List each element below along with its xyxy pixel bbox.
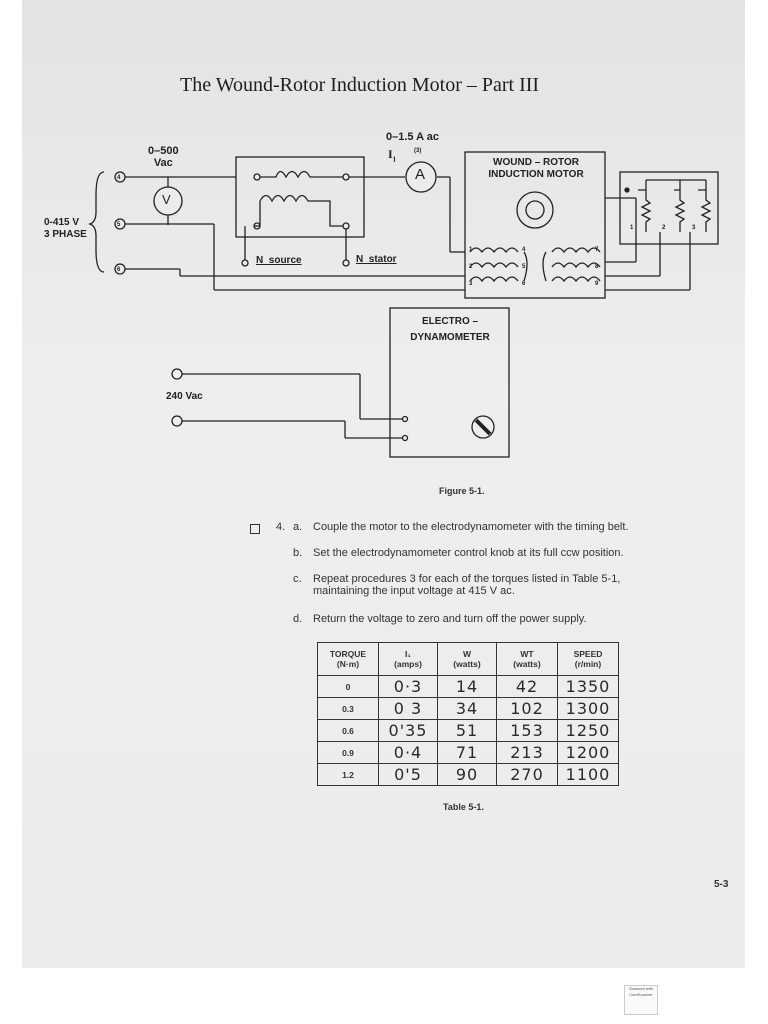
header-total-watts: WT(watts) (496, 642, 558, 676)
header-watts: W(watts) (437, 642, 497, 676)
cell-current: 0·3 (378, 675, 438, 698)
cell-total-watts: 102 (496, 697, 558, 720)
voltmeter-symbol: V (162, 192, 171, 207)
n-stator-label: N_stator (356, 254, 397, 265)
cell-current: 0 3 (378, 697, 438, 720)
step-c: c.Repeat procedures 3 for each of the to… (293, 573, 621, 597)
ammeter-icon (405, 161, 437, 193)
cell-speed: 1250 (557, 719, 619, 742)
cell-total-watts: 42 (496, 675, 558, 698)
table-row: 0.6 0'35 51 153 1250 (317, 719, 619, 742)
cell-watts: 34 (437, 697, 497, 720)
stator-terminal-6: 6 (522, 281, 526, 287)
step-b: b.Set the electrodynamometer control kno… (293, 547, 624, 559)
stator-terminal-4: 4 (522, 247, 526, 253)
step-checkbox[interactable] (250, 524, 260, 534)
supply-voltage-label: 0-415 V 3 PHASE (44, 217, 87, 240)
step-number: 4. (276, 521, 286, 533)
cell-current: 0'5 (378, 763, 438, 786)
n-source-label: N_source (256, 255, 302, 266)
terminal-4-label: 4 (117, 175, 121, 181)
cell-torque: 0 (317, 675, 379, 698)
header-torque: TORQUE(N·m) (317, 642, 379, 676)
cell-speed: 1300 (557, 697, 619, 720)
dc-terminal-negative (171, 415, 183, 427)
stator-terminal-8: 8 (595, 264, 599, 270)
supply-brace (87, 171, 105, 273)
terminal-5-label: 5 (117, 222, 121, 228)
cell-speed: 1200 (557, 741, 619, 764)
dynamometer-box (389, 307, 510, 458)
motor-rotor-icon (516, 191, 554, 229)
rheostat-box (619, 171, 719, 245)
cell-speed: 1350 (557, 675, 619, 698)
table-header-row: TORQUE(N·m) I₁(amps) W(watts) WT(watts) … (317, 642, 619, 676)
rotor-terminal-1: 1 (630, 225, 634, 231)
ammeter-symbol: A (415, 166, 426, 183)
header-speed: SPEED(r/min) (557, 642, 619, 676)
table-row: 0 0·3 14 42 1350 (317, 675, 619, 698)
table-row: 0.3 0 3 34 102 1300 (317, 697, 619, 720)
cell-watts: 14 (437, 675, 497, 698)
ammeter-label: I1 (388, 147, 397, 164)
cell-total-watts: 153 (496, 719, 558, 742)
step-a: a.Couple the motor to the electrodynamom… (293, 521, 629, 533)
motor-label: WOUND – ROTOR INDUCTION MOTOR (488, 157, 584, 180)
cell-torque: 0.9 (317, 741, 379, 764)
primary-coil (260, 170, 343, 179)
stator-terminal-7: 7 (595, 247, 599, 253)
dc-terminal-positive (171, 368, 183, 380)
scanned-page (22, 0, 745, 968)
cell-current: 0'35 (378, 719, 438, 742)
step-d: d.Return the voltage to zero and turn of… (293, 613, 587, 625)
table-caption: Table 5-1. (443, 802, 484, 812)
cell-total-watts: 270 (496, 763, 558, 786)
circuit-diagram (87, 151, 719, 458)
cell-watts: 90 (437, 763, 497, 786)
motor-box (464, 151, 606, 299)
control-knob-icon (471, 415, 495, 439)
data-table: TORQUE(N·m) I₁(amps) W(watts) WT(watts) … (317, 642, 619, 786)
cell-torque: 0.3 (317, 697, 379, 720)
cell-watts: 51 (437, 719, 497, 742)
rotor-terminal-2: 2 (662, 225, 666, 231)
n-stator-terminal (342, 259, 350, 267)
page-number: 5-3 (714, 879, 729, 890)
stator-terminal-5: 5 (522, 264, 526, 270)
transformer-box (235, 156, 365, 238)
table-row: 0.9 0·4 71 213 1200 (317, 741, 619, 764)
page-title: The Wound-Rotor Induction Motor – Part I… (180, 74, 540, 96)
table-row: 1.2 0'5 90 270 1100 (317, 763, 619, 786)
voltmeter-range-label: 0–500 Vac (148, 145, 179, 169)
cell-total-watts: 213 (496, 741, 558, 764)
cell-current: 0·4 (378, 741, 438, 764)
stator-terminal-3: 3 (469, 281, 473, 287)
dc-supply-label: 240 Vac (166, 391, 203, 402)
dynamometer-label: ELECTRO – DYNAMOMETER (410, 316, 490, 343)
figure-caption: Figure 5-1. (439, 486, 485, 496)
cell-speed: 1100 (557, 763, 619, 786)
cell-torque: 0.6 (317, 719, 379, 742)
rotor-terminal-3: 3 (692, 225, 696, 231)
terminal-6-label: 6 (117, 267, 121, 273)
n-source-terminal (241, 259, 249, 267)
ammeter-range-label: 0–1.5 A ac (386, 131, 440, 143)
header-current: I₁(amps) (378, 642, 438, 676)
cell-watts: 71 (437, 741, 497, 764)
scanner-watermark: Scanned with CamScanner (624, 985, 658, 1015)
stator-terminal-2: 2 (469, 264, 473, 270)
stator-terminal-9: 9 (595, 281, 599, 287)
cell-torque: 1.2 (317, 763, 379, 786)
ammeter-index: (3) (414, 148, 422, 154)
stator-terminal-1: 1 (469, 247, 473, 253)
